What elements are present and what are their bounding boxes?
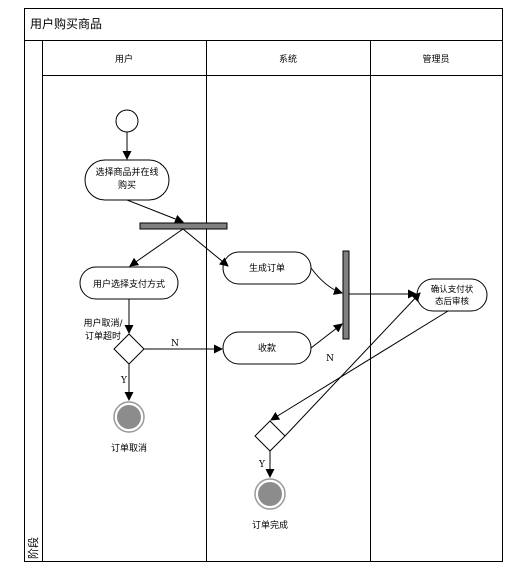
join-bar (342, 250, 350, 340)
guard-user-no: N (171, 339, 179, 349)
flow-fork-to-choose-payment (129, 228, 184, 267)
activity-select-goods (84, 159, 170, 201)
activity-generate-order-label: 生成订单 (249, 262, 285, 274)
final-node-completed (254, 478, 286, 510)
lane-header-system: 系统 (279, 53, 297, 65)
decision-user-label-line1: 用户取消/ (83, 317, 123, 329)
activity-collect-payment-label: 收款 (258, 342, 276, 354)
activity-confirm-review-line2: 态后审核 (435, 296, 470, 307)
flow-fork-to-generate-order (182, 228, 229, 267)
activity-select-goods-line1: 选择商品并在线 (95, 166, 158, 178)
guard-admin-yes: Y (258, 460, 266, 470)
flow-collect-payment-to-join (310, 323, 343, 349)
lane-header-admin: 管理员 (422, 53, 449, 65)
swimlane-frame (24, 8, 503, 562)
flow-generate-order-to-join (310, 267, 343, 295)
diagram-title: 用户购买商品 (30, 16, 102, 31)
activity-select-goods-line2: 购买 (118, 179, 136, 191)
decision-user-label-line2: 订单超时 (85, 330, 121, 342)
final-completed-label: 订单完成 (252, 519, 288, 531)
phase-label: 阶段 (26, 537, 40, 559)
final-cancelled-label: 订单取消 (111, 442, 147, 454)
control-flows (122, 132, 449, 478)
lane-header-user: 用户 (115, 53, 133, 65)
guard-admin-no: N (326, 354, 334, 364)
activity-confirm-review-line1: 确认支付状 (431, 284, 474, 295)
guard-user-yes: Y (120, 376, 128, 386)
decision-admin-review (254, 420, 286, 452)
final-node-cancelled (113, 401, 145, 433)
initial-node (115, 109, 139, 133)
flow-decision-no-back (284, 292, 421, 437)
activity-choose-payment-label: 用户选择支付方式 (93, 278, 165, 290)
fork-bar (139, 222, 228, 230)
flow-select-to-fork (126, 199, 184, 224)
flow-confirm-review-to-decision (270, 310, 449, 421)
